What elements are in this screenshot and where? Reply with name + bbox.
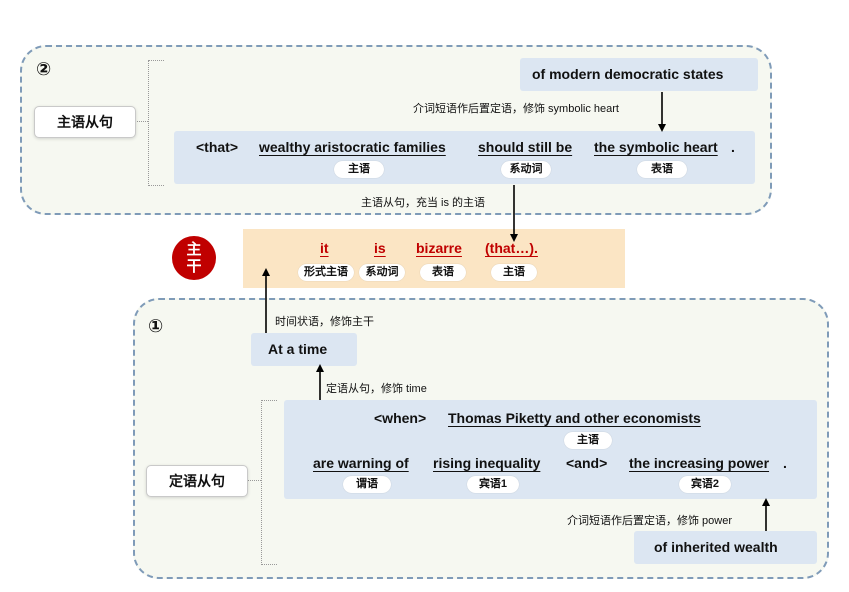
main-word-it: it [320,240,329,256]
clause-2-prep-note: 介词短语作后置定语，修饰 symbolic heart [413,103,619,115]
main-tag-predicative: 表语 [420,264,466,281]
clause-1-prep-phrase: of inherited wealth [654,539,778,555]
clause-1-bracket [261,400,277,565]
clause-1-and: <and> [566,455,608,471]
clause-2-subject: wealthy aristocratic families [259,139,446,155]
clause-1-object-1: rising inequality [433,455,541,471]
clause-1-time-note: 时间状语，修饰主干 [275,316,374,328]
main-clause-badge-bottom: 干 [186,258,202,275]
clause-1-verb-tag: 谓语 [343,476,391,493]
main-tag-formal-subject: 形式主语 [298,264,354,281]
clause-1-object-1-tag: 宾语1 [467,476,519,493]
clause-1-prep-note: 介词短语作后置定语，修饰 power [567,515,733,527]
clause-1-attr-note: 定语从句，修饰 time [326,383,427,395]
main-tag-subject: 主语 [491,264,537,281]
clause-2-number: ② [36,59,52,79]
clause-1-object-2-tag: 宾语2 [679,476,731,493]
clause-1-time-phrase: At a time [268,341,328,357]
clause-2-verb: should still be [478,139,573,155]
main-clause-badge: 主 干 [172,236,216,280]
clause-2-prep-box [520,58,758,91]
clause-1-number: ① [148,316,164,336]
clause-2-period: . [731,139,735,155]
clause-2-connector [134,121,148,122]
main-clause-badge-top: 主 [186,241,202,258]
clause-2-verb-tag: 系动词 [501,161,551,178]
main-word-that: (that…). [485,240,538,256]
clause-1-connector [246,480,261,481]
clause-2-conj: <that> [196,139,239,155]
clause-2-bracket [148,60,164,186]
clause-2-predicative-tag: 表语 [637,161,687,178]
clause-1-prep-box [634,531,817,564]
main-tag-linking-verb: 系动词 [359,264,405,281]
clause-1-period: . [783,455,787,471]
clause-1-object-2: the increasing power [629,455,770,471]
main-word-bizarre: bizarre [416,240,462,256]
clause-1-time-box [251,333,357,366]
clause-2-type-label: 主语从句 [34,106,136,138]
clause-2-subject-tag: 主语 [334,161,384,178]
clause-1-conj: <when> [374,410,427,426]
clause-1-verb: are warning of [313,455,409,471]
clause-2-prep-phrase: of modern democratic states [532,66,724,82]
clause-1-subject: Thomas Piketty and other economists [448,410,701,426]
clause-1-type-label: 定语从句 [146,465,248,497]
main-word-is: is [374,240,386,256]
clause-2-predicative: the symbolic heart [594,139,718,155]
clause-2-role-note: 主语从句，充当 is 的主语 [361,197,486,209]
clause-1-subject-tag: 主语 [564,432,612,449]
